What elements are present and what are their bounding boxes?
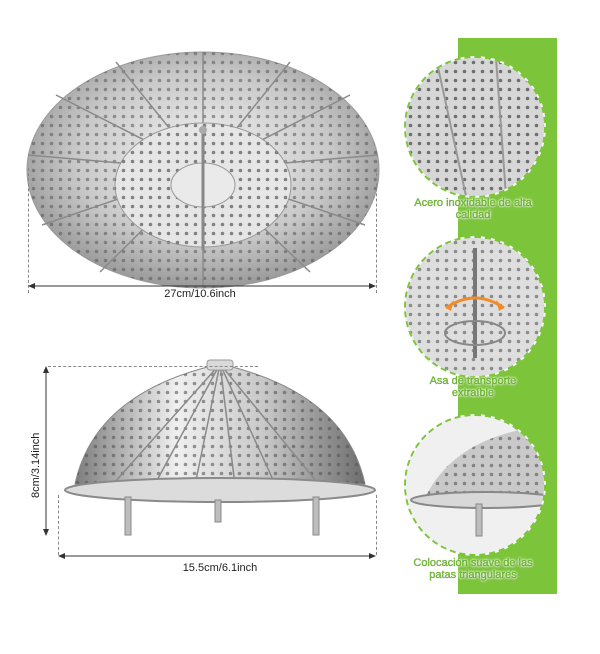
steamer-top-view-image [26, 51, 380, 289]
side-left-guide [58, 495, 59, 555]
top-right-guide [376, 168, 377, 293]
top-width-label: 27cm/10.6inch [164, 288, 236, 300]
side-top-guide [48, 366, 258, 367]
side-right-guide [376, 495, 377, 555]
steamer-side-view-image [64, 359, 376, 536]
side-height-label: 8cm/3.14inch [30, 432, 42, 498]
feature-legs-closeup [404, 414, 546, 556]
top-left-guide [28, 168, 29, 293]
feature-steel-closeup [404, 56, 546, 198]
feature-3-caption: Colocación suave de las patas triangular… [413, 557, 533, 581]
top-width-arrow [28, 283, 376, 289]
feature-2-caption: Asa de transporte extraíble [429, 375, 517, 399]
side-height-arrow [43, 366, 49, 536]
feature-handle-closeup [404, 236, 546, 378]
side-width-label: 15.5cm/6.1inch [182, 562, 258, 574]
feature-1-caption: Acero inoxidable de alta calidad [414, 197, 532, 221]
side-width-arrow [58, 553, 376, 559]
